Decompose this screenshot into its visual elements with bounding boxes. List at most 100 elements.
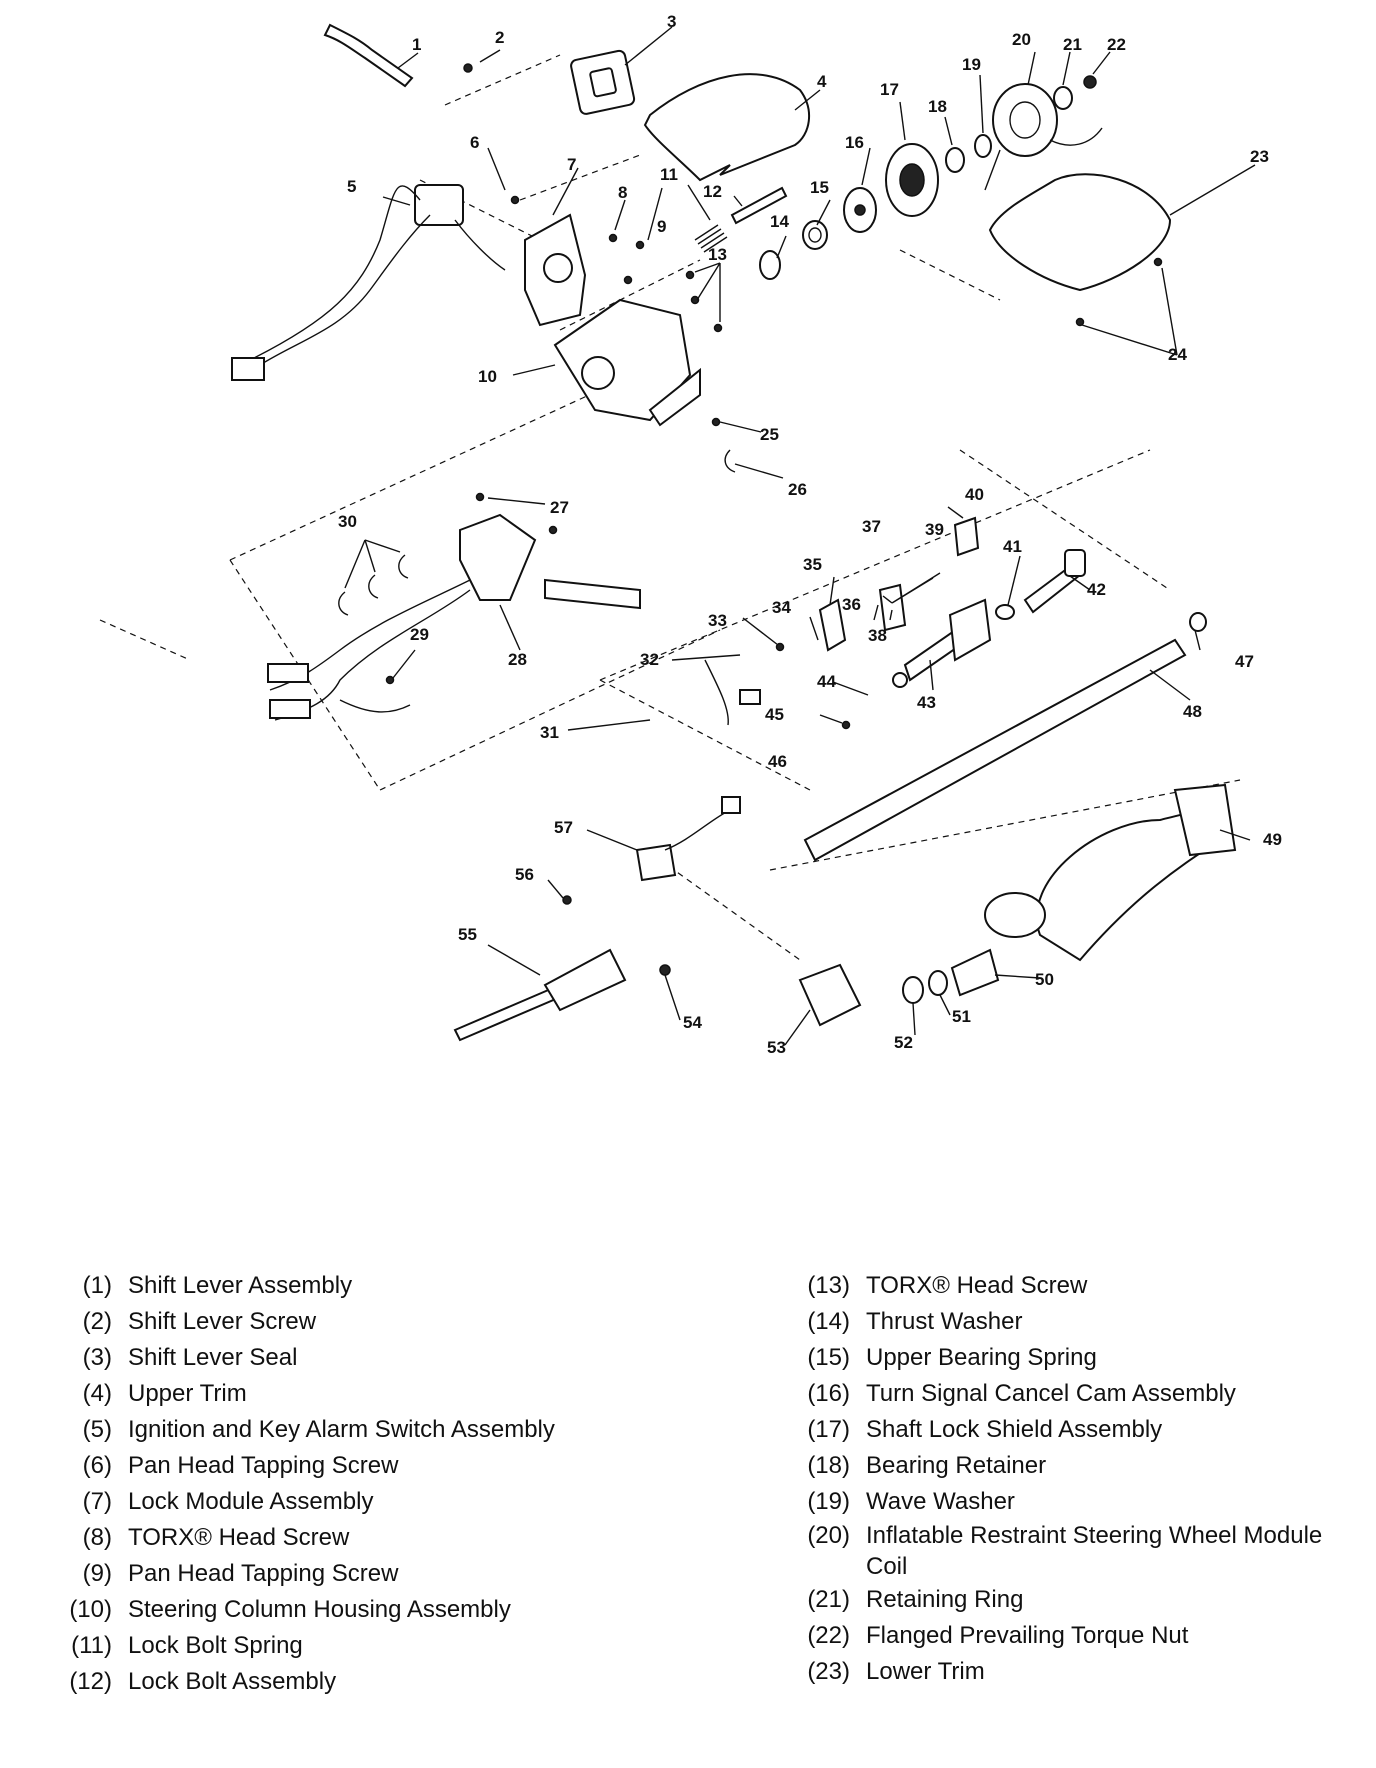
steering-column-housing-assembly [553,298,701,427]
ignition-key-alarm-switch-assembly [231,184,506,381]
retaining-ring [1053,86,1073,110]
legend-number: (15) [807,1344,850,1371]
legend-label: Retaining Ring [866,1586,1024,1613]
legend-label: Shift Lever Screw [128,1308,317,1335]
legend-item: (22) Flanged Prevailing Torque Nut [778,1618,1338,1654]
legend-label: Flanged Prevailing Torque Nut [866,1622,1189,1649]
legend-number: (9) [82,1560,112,1587]
legend-item: (10)Steering Column Housing Assembly [40,1592,760,1628]
callout-11: 11 [660,165,678,184]
dashed-guide-lines [99,54,1241,961]
lock-bolt-spring [694,224,728,253]
callout-43: 43 [917,693,936,712]
legend-label: Upper Trim [128,1380,247,1407]
callout-36: 36 [842,595,861,614]
legend-item: (7)Lock Module Assembly [40,1484,760,1520]
legend-number: (17) [807,1416,850,1443]
legend-left-column: (1) Shift Lever Assembly (2) Shift Lever S… [40,1268,760,1700]
legend-number: (5) [82,1416,112,1443]
turn-signal-cancel-cam-assembly [843,187,877,233]
callout-24: 24 [1168,345,1187,364]
callout-55: 55 [458,925,477,944]
lock-bolt-assembly [730,186,788,225]
callout-50: 50 [1035,970,1054,989]
callout-20: 20 [1012,30,1031,49]
bearing-and-retainers [798,948,1000,1027]
legend-label: Lock Bolt Assembly [128,1668,337,1695]
callout-6: 6 [470,133,479,152]
shift-lever-assembly [323,23,414,88]
callout-53: 53 [767,1038,786,1057]
legend-label: Bearing Retainer [866,1452,1047,1479]
steering-shaft [803,638,1187,862]
legend-label: Thrust Washer [866,1308,1023,1335]
legend-item: (14)Thrust Washer [778,1304,1338,1340]
legend-right-column: (13)TORX® Head Screw (14)Thrust Washer (… [778,1268,1338,1690]
legend-label: Pan Head Tapping Screw [128,1452,399,1479]
callout-1: 1 [412,35,421,54]
callout-35: 35 [803,555,822,574]
wave-washer [974,134,992,158]
legend-number: (22) [807,1622,850,1649]
lock-module-assembly [524,213,587,327]
callout-48: 48 [1183,702,1202,721]
callout-37: 37 [862,517,881,536]
callout-28: 28 [508,650,527,669]
callout-5: 5 [347,177,356,196]
legend-number: (4) [82,1380,112,1407]
callout-57: 57 [554,818,573,837]
legend-label: Ignition and Key Alarm Switch Assembly [128,1416,555,1443]
legend-number: (23) [807,1658,850,1685]
callout-10: 10 [478,367,497,386]
retaining-clips [338,554,409,616]
legend-item: (16)Turn Signal Cancel Cam Assembly [778,1376,1338,1412]
callout-9: 9 [657,217,666,236]
legend-number: (3) [82,1344,112,1371]
callout-8: 8 [618,183,627,202]
legend-number: (7) [82,1488,112,1515]
callout-49: 49 [1263,830,1282,849]
callout-39: 39 [925,520,944,539]
legend-label: Lower Trim [866,1658,985,1685]
bearing-retainer [945,147,965,173]
callout-22: 22 [1107,35,1126,54]
jacket-assembly [984,783,1237,962]
callout-38: 38 [868,626,887,645]
legend-number: (11) [71,1632,112,1659]
key-alarm-switch [635,796,741,882]
lock-components [704,516,1207,730]
callout-33: 33 [708,611,727,630]
legend-item: (11)Lock Bolt Spring [40,1628,760,1664]
callout-31: 31 [540,723,559,742]
callout-52: 52 [894,1033,913,1052]
legend-number: (10) [69,1596,112,1623]
callout-40: 40 [965,485,984,504]
callout-29: 29 [410,625,429,644]
legend-number: (2) [82,1308,112,1335]
legend-item: (17) Shaft Lock Shield Assembly [778,1412,1338,1448]
legend-number: (13) [807,1272,850,1299]
legend-number: (20) [807,1522,850,1549]
callout-17: 17 [880,80,899,99]
shaft-lock-shield-assembly [885,143,939,217]
legend-item: (20)Inflatable Restraint Steering Wheel … [778,1520,1338,1582]
legend-item: (2) Shift Lever Screw [40,1304,760,1340]
legend-label: Upper Bearing Spring [866,1344,1097,1371]
callout-4: 4 [817,72,827,91]
shift-lever-seal [570,49,636,115]
callout-56: 56 [515,865,534,884]
callout-23: 23 [1250,147,1269,166]
callout-32: 32 [640,650,659,669]
callout-45: 45 [765,705,784,724]
legend-number: (8) [82,1524,112,1551]
legend-label: Shift Lever Assembly [128,1272,353,1299]
callout-47: 47 [1235,652,1254,671]
legend-item: (3)Shift Lever Seal [40,1340,760,1376]
legend-label: Shaft Lock Shield Assembly [866,1416,1163,1443]
switch-housing-with-wiring [267,492,641,721]
legend-number: (12) [69,1668,112,1695]
legend-number: (1) [82,1272,112,1299]
legend-item: (4) Upper Trim [40,1376,760,1412]
legend-number: (6) [82,1452,112,1479]
callout-27: 27 [550,498,569,517]
